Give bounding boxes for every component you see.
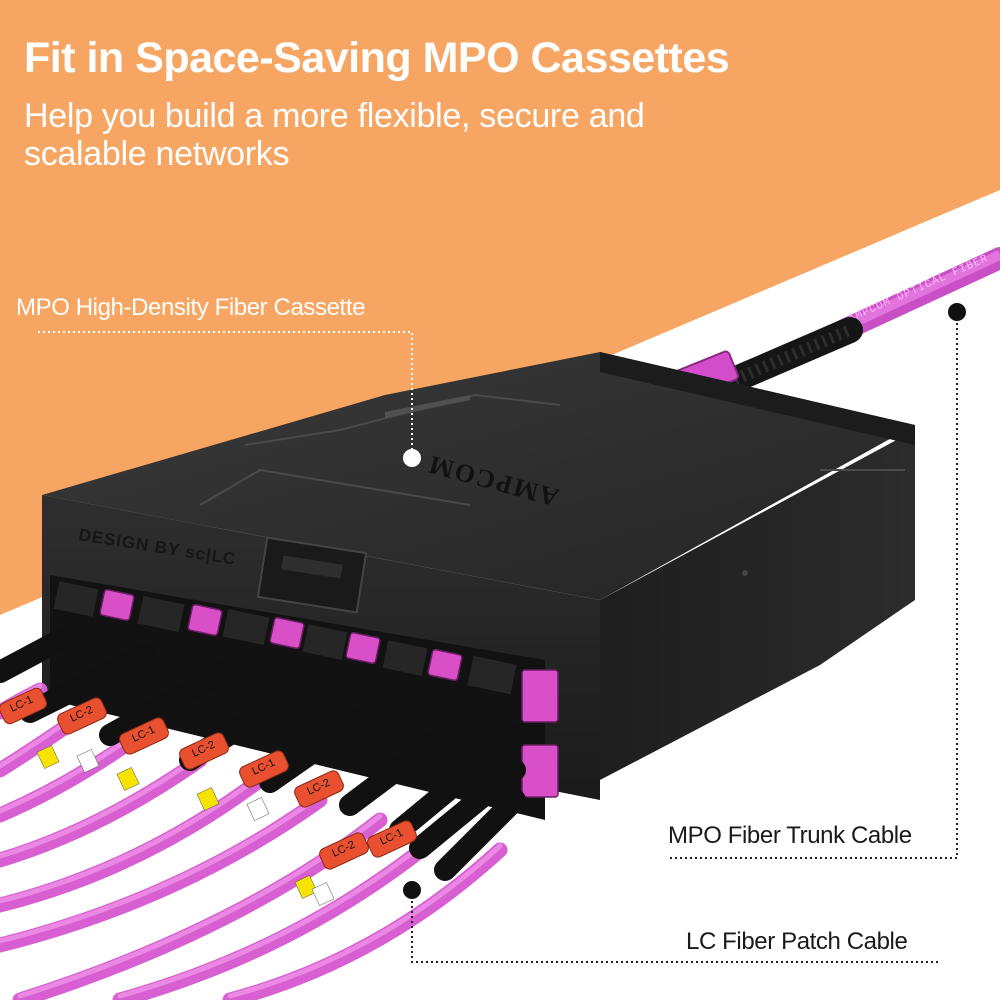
trunk-callout-dot: [948, 303, 966, 321]
trunk-callout-leader: [668, 318, 958, 859]
patch-callout-dot: [403, 881, 421, 899]
callout-leaders: [38, 331, 413, 455]
cassette-callout-dot: [403, 449, 421, 467]
page-subtitle: Help you build a more flexible, secure a…: [24, 97, 645, 173]
lc-patch-cables: LC-1 LC-2 LC-1 LC-2 LC-1 LC-2 LC-2 LC-1: [0, 629, 526, 1000]
lc-adapters: [53, 581, 559, 798]
patch-callout-leader: [411, 896, 940, 963]
page-title: Fit in Space-Saving MPO Cassettes: [24, 34, 730, 82]
cable-print: AMPCOM OPTICAL FIBER: [847, 253, 991, 326]
cassette-callout-label: MPO High-Density Fiber Cassette: [16, 294, 366, 321]
patch-cable-callout-label: LC Fiber Patch Cable: [686, 928, 908, 955]
trunk-cable-callout-label: MPO Fiber Trunk Cable: [668, 822, 912, 849]
